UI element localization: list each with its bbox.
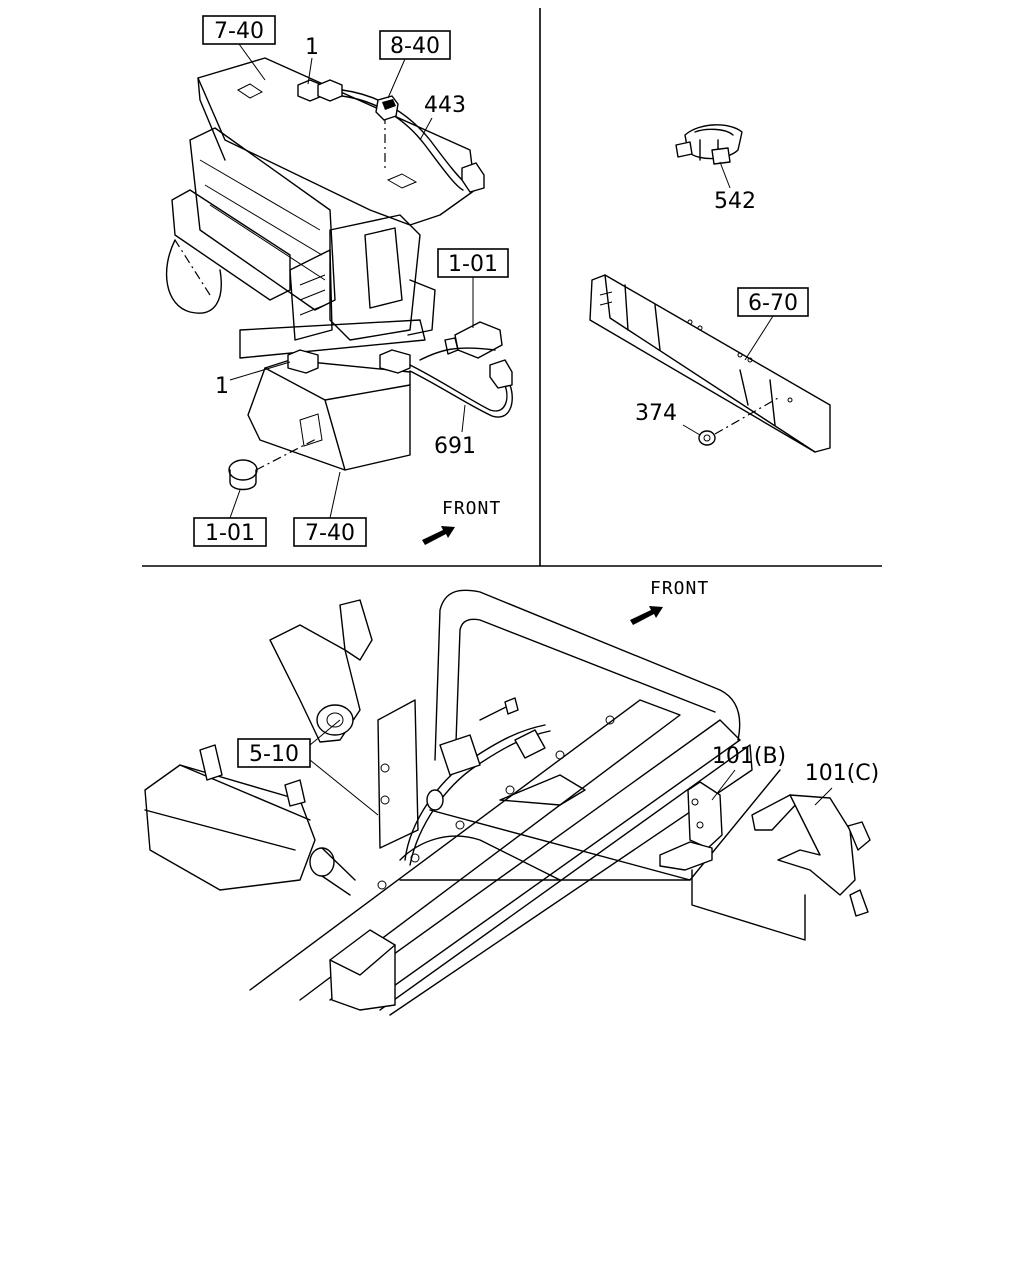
part-number-691: 691: [434, 404, 476, 459]
svg-text:1: 1: [215, 374, 229, 399]
svg-text:691: 691: [434, 434, 476, 459]
ref-text-6-70: 6-70: [748, 291, 798, 316]
part-number-374: 374: [635, 401, 677, 426]
ref-text-1-01-right: 1-01: [448, 252, 498, 277]
part-number-101b: 101(B): [711, 744, 786, 801]
front-indicator-bottom: FRONT: [630, 578, 709, 625]
svg-text:443: 443: [424, 93, 466, 118]
ref-text-1-01-bottom: 1-01: [205, 521, 255, 546]
ref-text-8-40: 8-40: [390, 34, 440, 59]
ref-label-1-01-right: 1-01: [437, 248, 509, 328]
part-number-101c: 101(C): [805, 761, 880, 806]
part-number-1-top: 1: [305, 35, 319, 85]
svg-text:101(C): 101(C): [805, 761, 880, 786]
ref-label-8-40: 8-40: [379, 30, 451, 99]
front-arrow-icon: [630, 606, 663, 625]
svg-text:1: 1: [305, 35, 319, 60]
part-number-1-left: 1: [215, 361, 291, 399]
ref-text-7-40-bottom: 7-40: [305, 521, 355, 546]
instrument-panel-assembly: [165, 57, 513, 491]
ref-text-7-40-top: 7-40: [214, 19, 264, 44]
ref-label-7-40-top: 7-40: [202, 15, 276, 81]
crossmember-6-70: 6-70: [589, 274, 831, 453]
front-arrow-icon: [422, 526, 455, 545]
ref-text-5-10: 5-10: [249, 742, 299, 767]
front-indicator-top: FRONT: [422, 498, 501, 545]
part-number-542: 542: [714, 189, 756, 214]
ref-label-1-01-bottom: 1-01: [193, 489, 267, 547]
svg-text:101(B): 101(B): [712, 744, 786, 769]
chassis-frame-assembly: [144, 589, 871, 1016]
part-number-443: 443: [419, 93, 466, 141]
bracket-542: 542: [675, 124, 756, 214]
grommet-374: 374: [635, 397, 779, 446]
ref-label-7-40-bottom: 7-40: [293, 471, 367, 547]
front-label-bottom: FRONT: [650, 578, 709, 599]
front-label-top: FRONT: [442, 498, 501, 519]
ref-label-5-10: 5-10: [237, 719, 379, 816]
